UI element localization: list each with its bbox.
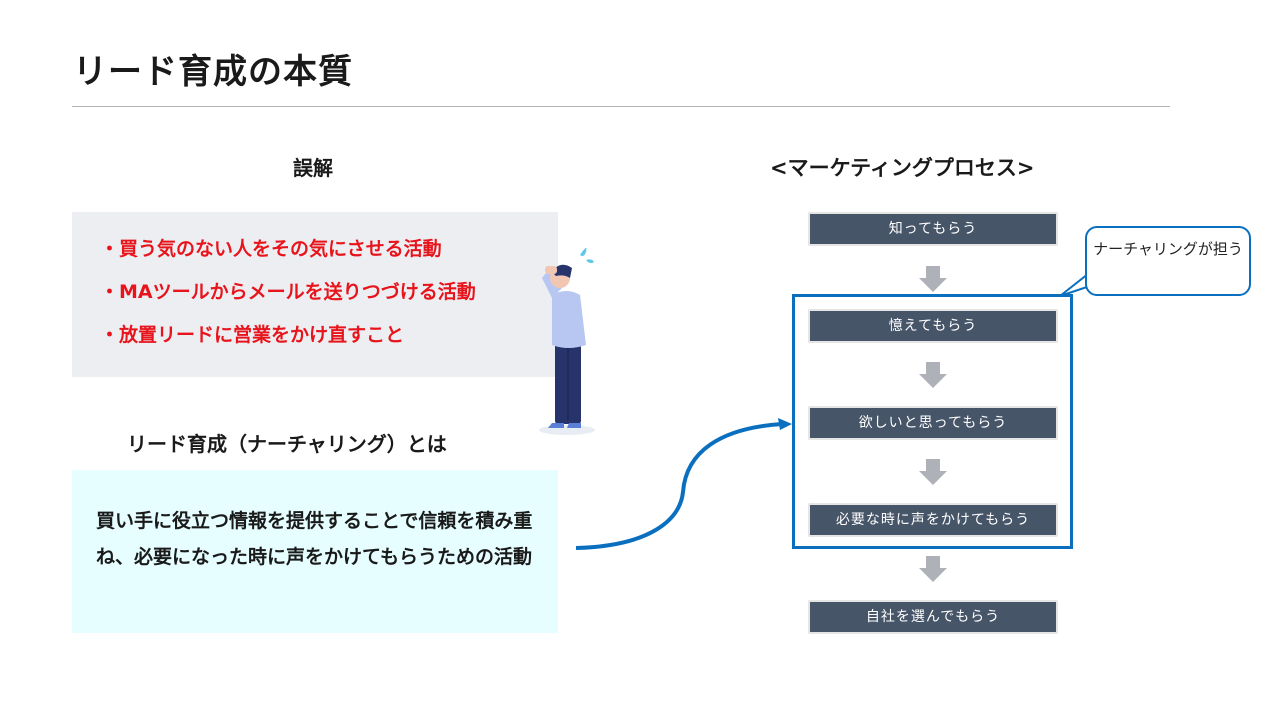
arrow-down-icon xyxy=(919,266,947,292)
nurturing-callout: ナーチャリングが担う xyxy=(1085,226,1251,296)
arrow-down-icon xyxy=(919,459,947,485)
process-step-aware: 知ってもらう xyxy=(808,212,1058,246)
definition-heading: リード育成（ナーチャリング）とは xyxy=(127,432,447,456)
nurturing-frame xyxy=(792,294,1073,549)
misconception-list: ・買う気のない人をその気にさせる活動 ・MAツールからメールを送りつづける活動 … xyxy=(100,234,476,363)
misconception-box xyxy=(72,212,558,377)
misconception-item: ・買う気のない人をその気にさせる活動 xyxy=(100,238,442,260)
definition-box xyxy=(72,470,558,633)
slide-title: リード育成の本質 xyxy=(73,52,353,92)
connector-arrow-icon xyxy=(575,418,792,550)
process-title: <マーケティングプロセス> xyxy=(770,156,1035,180)
misconception-item: ・放置リードに営業をかけ直すこと xyxy=(100,324,405,346)
misconception-heading: 誤解 xyxy=(293,156,333,180)
confused-person-icon xyxy=(539,248,595,435)
process-step-choose: 自社を選んでもらう xyxy=(808,600,1058,634)
misconception-item: ・MAツールからメールを送りつづける活動 xyxy=(100,281,476,303)
process-step-desire: 欲しいと思ってもらう xyxy=(808,406,1058,440)
definition-text: 買い手に役立つ情報を提供することで信頼を積み重ね、必要になった時に声をかけてもら… xyxy=(96,510,533,568)
arrow-down-icon xyxy=(919,556,947,582)
arrow-down-icon xyxy=(919,362,947,388)
process-step-remember: 憶えてもらう xyxy=(808,309,1058,343)
title-divider xyxy=(72,106,1170,107)
process-step-contact: 必要な時に声をかけてもらう xyxy=(808,503,1058,537)
